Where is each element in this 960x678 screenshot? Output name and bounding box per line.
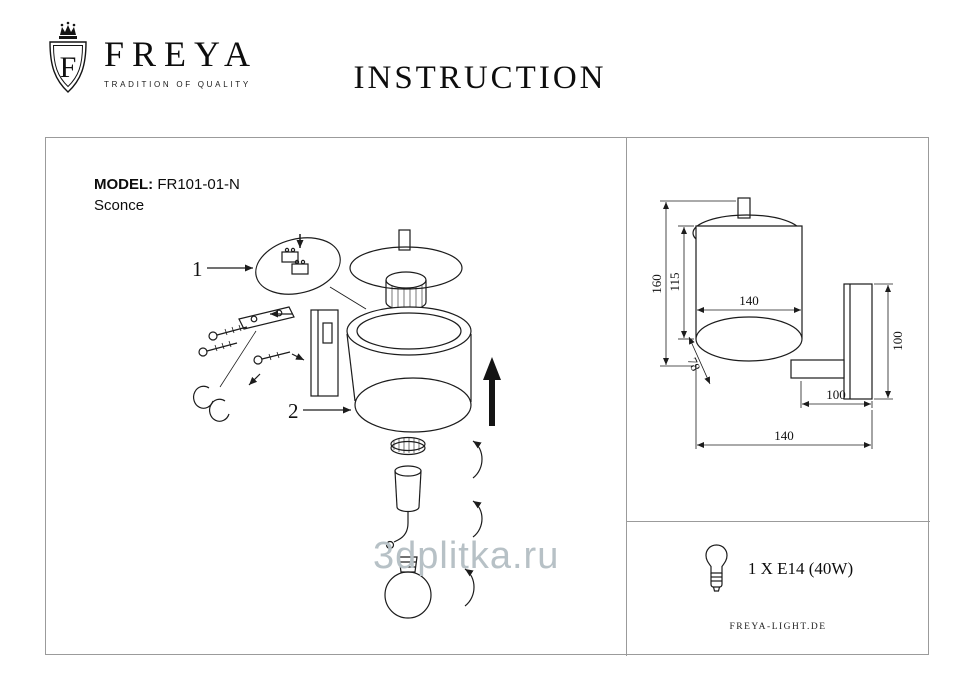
dim-backplate-height: 100 (890, 331, 905, 351)
dim-total-height: 160 (649, 274, 664, 294)
dimension-labels: 160 115 140 100 78 100 140 (649, 272, 905, 443)
dim-shade-depth: 78 (685, 355, 704, 373)
website-text: FREYA-LIGHT.DE (729, 622, 827, 632)
model-info: MODEL: FR101-01-N Sconce (94, 176, 240, 214)
terminal-detail-bubble (255, 234, 367, 310)
dim-backplate-width: 100 (826, 387, 846, 402)
canopy (349, 229, 463, 311)
step1-number: 1 (192, 257, 203, 281)
shield-outline (49, 41, 87, 93)
rotate-arrow-2 (472, 500, 483, 538)
brand-name: FREYA (104, 34, 259, 74)
lamp-socket (385, 465, 422, 550)
mounting-hardware (193, 306, 305, 422)
brand-tagline: TRADITION OF QUALITY (104, 80, 251, 89)
shade-ring (390, 436, 426, 456)
dimension-lines (660, 200, 893, 449)
watermark: 3dplitka.ru (373, 535, 560, 577)
up-arrow (483, 357, 501, 426)
logo-letter: F (60, 51, 77, 84)
model-label: MODEL: (94, 176, 154, 193)
content-frame: MODEL: FR101-01-N Sconce (45, 137, 930, 656)
bulb-spec-row: 1 X E14 (40W) (626, 540, 930, 598)
page-title: INSTRUCTION (353, 60, 607, 96)
model-line: MODEL: FR101-01-N (94, 176, 240, 193)
bulb-icon (705, 544, 728, 592)
dim-shade-width: 140 (739, 293, 759, 308)
horizontal-divider (626, 521, 930, 522)
bulb-spec-text: 1 X E14 (40W) (747, 559, 854, 578)
dim-shade-height: 115 (667, 272, 682, 291)
freya-logo: F FREYA TRADITION OF QUALITY (42, 20, 258, 104)
lamp-shade (346, 306, 472, 433)
freya-shield-icon: F (49, 21, 87, 93)
step2-number: 2 (288, 399, 299, 423)
product-type: Sconce (94, 197, 145, 214)
assembly-diagram: 1 2 (192, 229, 501, 619)
rotate-arrow-3 (464, 568, 475, 607)
vertical-divider (626, 138, 627, 656)
light-bulb (384, 556, 432, 619)
dimension-diagram: 160 115 140 100 78 100 140 (649, 197, 905, 449)
model-value: FR101-01-N (157, 176, 240, 193)
rotate-arrow-1 (472, 440, 483, 479)
wall-bracket (310, 309, 339, 397)
sconce-side-view (692, 197, 873, 400)
crown-icon (59, 21, 77, 39)
dim-total-depth: 140 (774, 428, 794, 443)
